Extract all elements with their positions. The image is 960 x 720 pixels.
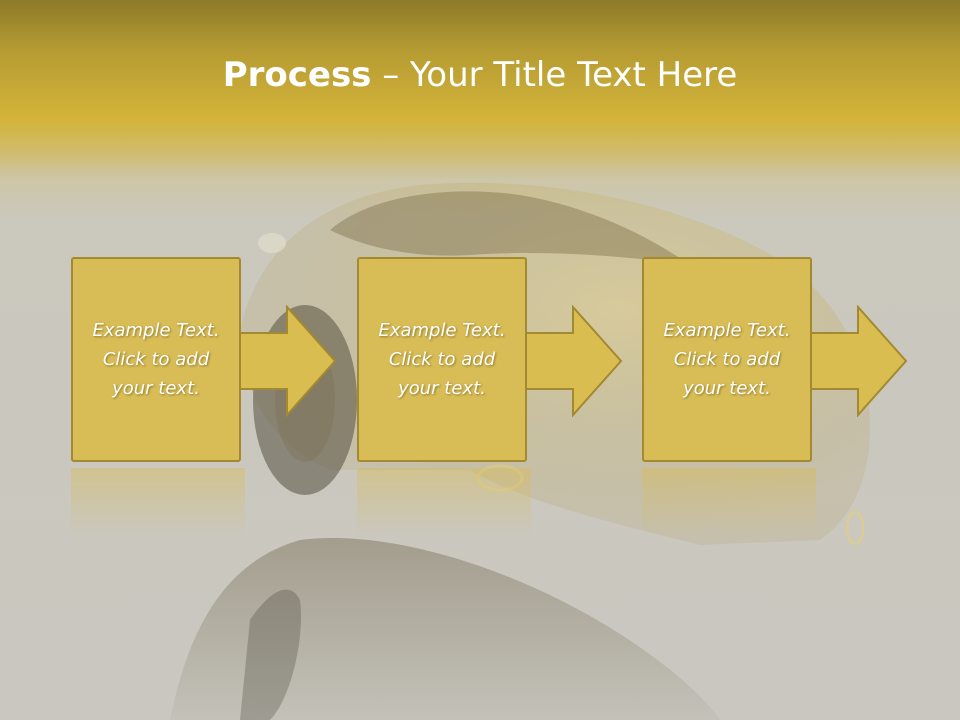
step-3-reflection <box>642 468 816 538</box>
step-1-reflection <box>71 468 245 538</box>
step-2-reflection <box>357 468 531 538</box>
step-1-textbox[interactable]: Example Text. Click to add your text. <box>71 257 241 462</box>
title-bold-text: Process <box>222 55 372 95</box>
arrow-right-icon <box>808 305 908 417</box>
step-3-text: Example Text. Click to add your text. <box>663 320 791 399</box>
step-1-text: Example Text. Click to add your text. <box>92 320 220 399</box>
arrow-right-icon <box>237 305 337 417</box>
step-2-text: Example Text. Click to add your text. <box>378 320 506 399</box>
arrow-right-icon <box>523 305 623 417</box>
step-2-textbox[interactable]: Example Text. Click to add your text. <box>357 257 527 462</box>
title-rest-text: – Your Title Text Here <box>371 55 738 95</box>
step-3-textbox[interactable]: Example Text. Click to add your text. <box>642 257 812 462</box>
process-step-1: Example Text. Click to add your text. <box>71 257 371 467</box>
process-step-2: Example Text. Click to add your text. <box>357 257 657 467</box>
process-step-3: Example Text. Click to add your text. <box>642 257 942 467</box>
slide-title[interactable]: Process – Your Title Text Here <box>0 52 960 98</box>
